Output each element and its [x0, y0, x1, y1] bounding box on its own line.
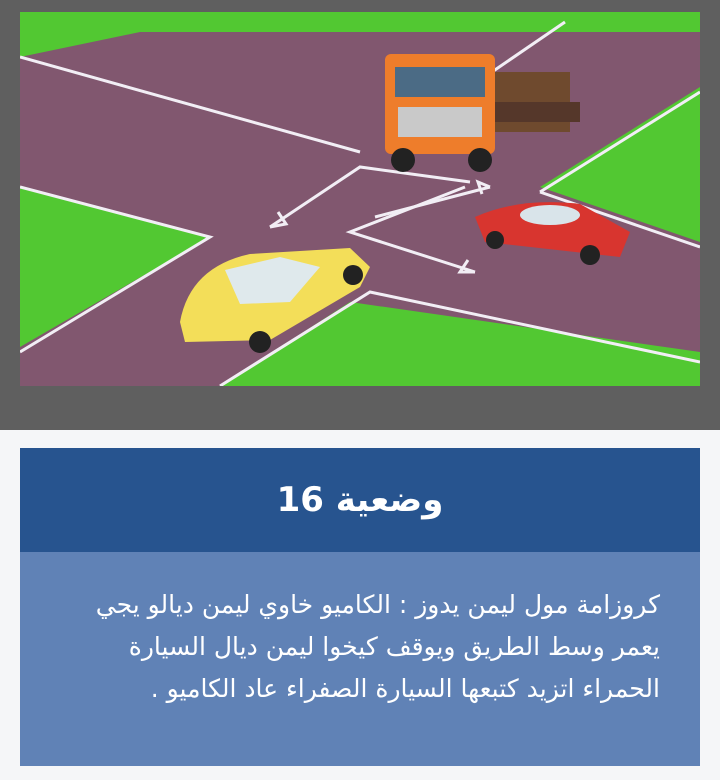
situation-description: كروزامة مول ليمن يدوز : الكاميو خاوي ليم…: [95, 590, 660, 703]
road-edge-lines: [20, 20, 700, 386]
orange-truck: [385, 54, 580, 172]
situation-card: وضعية 16 كروزامة مول ليمن يدوز : الكاميو…: [20, 448, 700, 766]
card-header: وضعية 16: [20, 448, 700, 552]
intersection-illustration: [20, 12, 700, 386]
direction-arrows: [269, 165, 491, 274]
red-car: [475, 202, 630, 265]
illustration-frame: [0, 0, 720, 430]
situation-title: وضعية 16: [276, 480, 444, 520]
yellow-car: [180, 248, 370, 353]
